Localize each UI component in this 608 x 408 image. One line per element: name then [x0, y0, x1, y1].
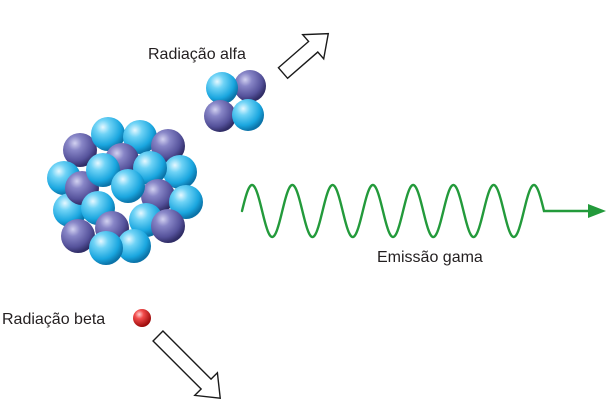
alpha-particle — [204, 70, 266, 132]
neutron — [61, 219, 95, 253]
gamma-label: Emissão gama — [377, 249, 483, 266]
proton — [232, 99, 264, 131]
neutron — [63, 133, 97, 167]
proton — [86, 153, 120, 187]
proton — [169, 185, 203, 219]
proton — [117, 229, 151, 263]
nucleus-cluster — [47, 117, 203, 265]
beta-label: Radiação beta — [2, 311, 105, 328]
gamma-arrowhead-icon — [588, 204, 606, 218]
neutron — [151, 209, 185, 243]
alpha-label: Radiação alfa — [148, 46, 246, 63]
neutron — [234, 70, 266, 102]
proton — [111, 169, 145, 203]
gamma-wave — [240, 183, 592, 239]
proton — [163, 155, 197, 189]
beta-arrow-icon — [152, 330, 222, 400]
proton — [89, 231, 123, 265]
proton — [206, 72, 238, 104]
alpha-arrow-icon — [277, 32, 330, 80]
beta-particle — [133, 309, 151, 327]
proton — [123, 120, 157, 154]
proton — [91, 117, 125, 151]
neutron — [204, 100, 236, 132]
